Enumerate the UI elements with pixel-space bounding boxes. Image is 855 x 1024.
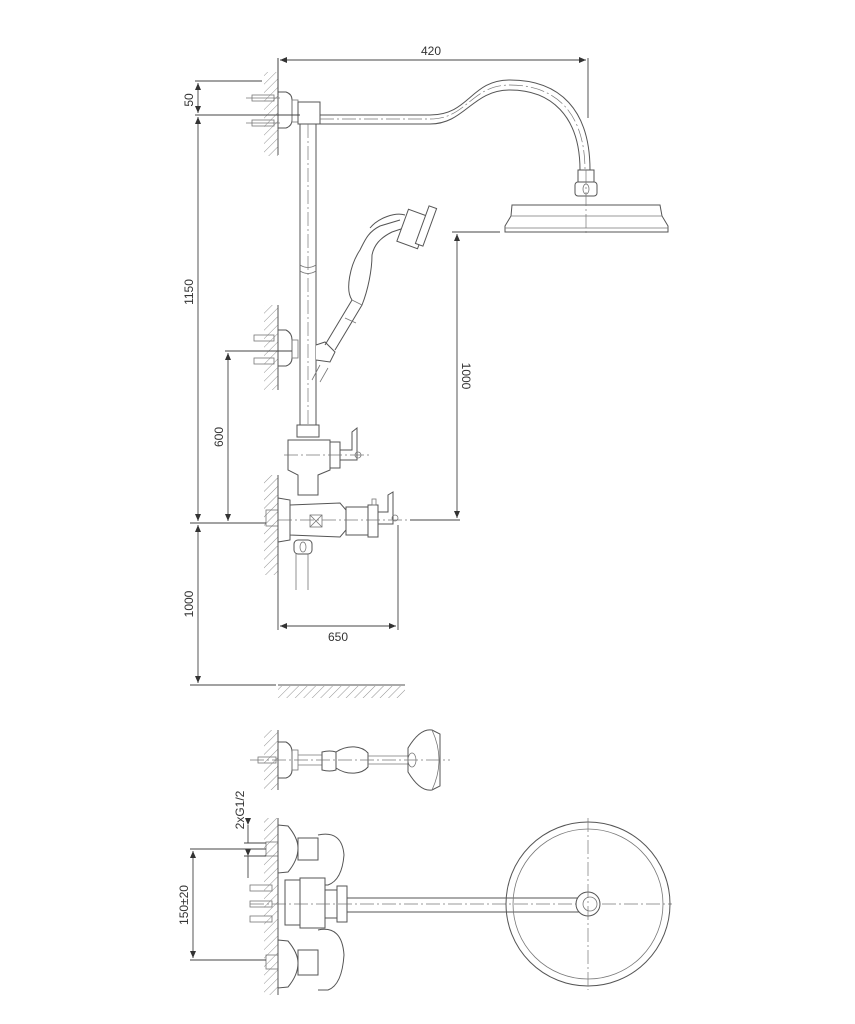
dimension-50: 50 [182,80,300,116]
diverter-valve [284,424,370,496]
dim-label-1150: 1150 [182,279,196,305]
dimension-1000-floor: 1000 [182,525,201,683]
dim-label-1000-floor: 1000 [182,590,196,617]
dimension-thread: 2xG1/2 [233,790,266,878]
dimension-150: 150±20 [177,848,266,961]
top-view: 2xG1/2 150±20 [177,729,672,995]
rain-head-top-view [505,818,671,990]
dim-label-thread: 2xG1/2 [233,790,247,829]
dim-label-150: 150±20 [177,885,191,925]
shower-arm [320,79,591,171]
dimension-420: 420 [277,44,589,118]
thermostatic-mixer [265,491,410,590]
tee-fitting [297,101,321,125]
dim-label-1000-head: 1000 [459,363,473,390]
dimension-1000-head: 1000 [410,231,500,521]
dim-label-600: 600 [212,427,226,447]
dimension-600: 600 [212,350,292,521]
mixer-top-view [249,818,672,995]
dim-label-50: 50 [182,93,196,107]
wall-bracket-middle [253,305,299,390]
wall-bracket-top [246,91,299,129]
floor-line [190,684,405,698]
hand-shower [311,205,438,383]
dimension-1150: 1150 [182,117,201,521]
dimension-650: 650 [277,525,399,644]
dim-label-650: 650 [328,630,348,644]
rain-shower-head [504,169,669,236]
wall-hatch-top [264,58,279,156]
dim-label-420: 420 [421,44,441,58]
riser-pipe [299,124,317,430]
side-elevation-view: 420 50 1150 600 1000 [182,44,669,698]
hand-shower-top-view [250,729,450,791]
